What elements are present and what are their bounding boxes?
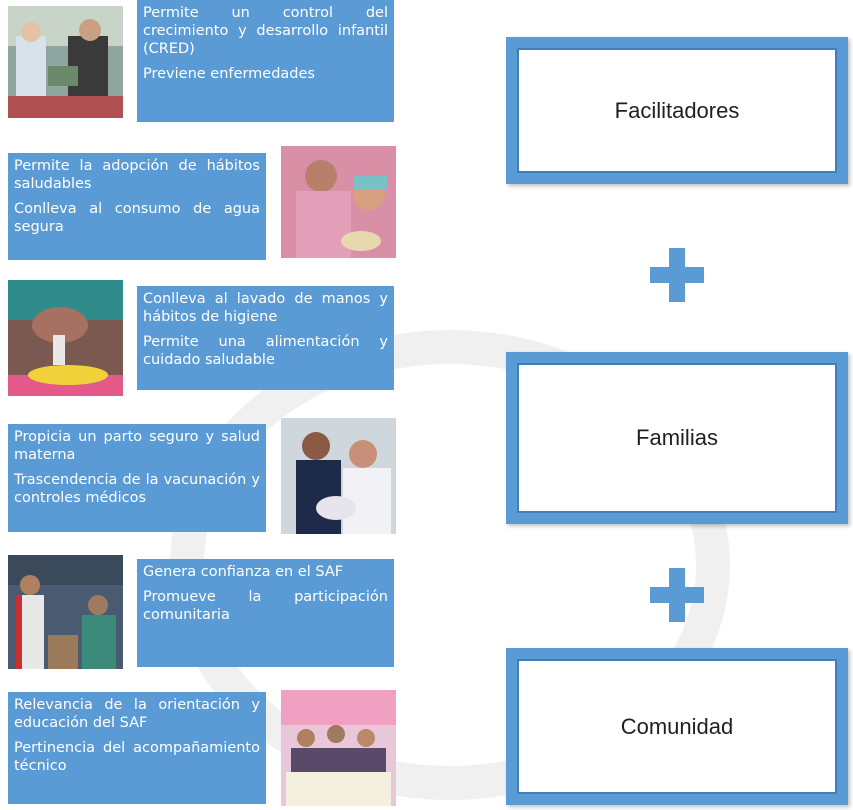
photo-health-checkup [8,6,123,118]
benefit-line: Pertinencia del acompañamiento técnico [14,740,260,774]
plus-icon [650,248,704,302]
photo-handwashing [8,280,123,396]
benefit-row-5: Genera confianza en el SAF Promueve la p… [8,555,394,671]
benefit-line: Conlleva al lavado de manos y hábitos de… [143,291,388,325]
box-facilitadores: Facilitadores [506,37,848,184]
photo-technical-support [281,690,396,806]
plus-icon [650,568,704,622]
benefit-line: Relevancia de la orientación y educación… [14,697,260,731]
box-comunidad: Comunidad [506,648,848,805]
box-label: Familias [636,425,718,450]
benefit-text-3: Conlleva al lavado de manos y hábitos de… [137,286,394,390]
benefit-text-6: Relevancia de la orientación y educación… [8,692,266,804]
box-familias: Familias [506,352,848,524]
benefit-line: Propicia un parto seguro y salud materna [14,429,260,463]
benefit-line: Permite una alimentación y cuidado salud… [143,334,388,368]
benefit-row-4: Propicia un parto seguro y salud materna… [8,418,396,534]
benefit-line: Permite la adopción de hábitos saludable… [14,158,260,192]
benefit-row-3: Conlleva al lavado de manos y hábitos de… [8,280,394,396]
benefit-row-1: Permite un control del crecimiento y des… [8,0,394,122]
benefit-text-2: Permite la adopción de hábitos saludable… [8,153,266,260]
benefit-line: Permite un control del crecimiento y des… [143,5,388,57]
photo-community-meeting [8,555,123,669]
box-label: Facilitadores [614,97,740,123]
benefit-text-5: Genera confianza en el SAF Promueve la p… [137,559,394,667]
box-label: Comunidad [620,713,734,739]
benefit-line: Previene enfermedades [143,66,315,82]
benefit-text-4: Propicia un parto seguro y salud materna… [8,424,266,532]
benefit-line: Conlleva al consumo de agua segura [14,201,260,235]
benefit-row-6: Relevancia de la orientación y educación… [8,690,396,806]
photo-maternal-care [281,418,396,534]
benefit-row-2: Permite la adopción de hábitos saludable… [8,145,396,260]
benefit-line: Trascendencia de la vacunación y control… [14,472,260,506]
benefit-line: Promueve la participación comunitaria [143,589,388,623]
benefit-line: Genera confianza en el SAF [143,564,344,580]
benefit-text-1: Permite un control del crecimiento y des… [137,0,394,122]
photo-child-eating [281,145,396,259]
